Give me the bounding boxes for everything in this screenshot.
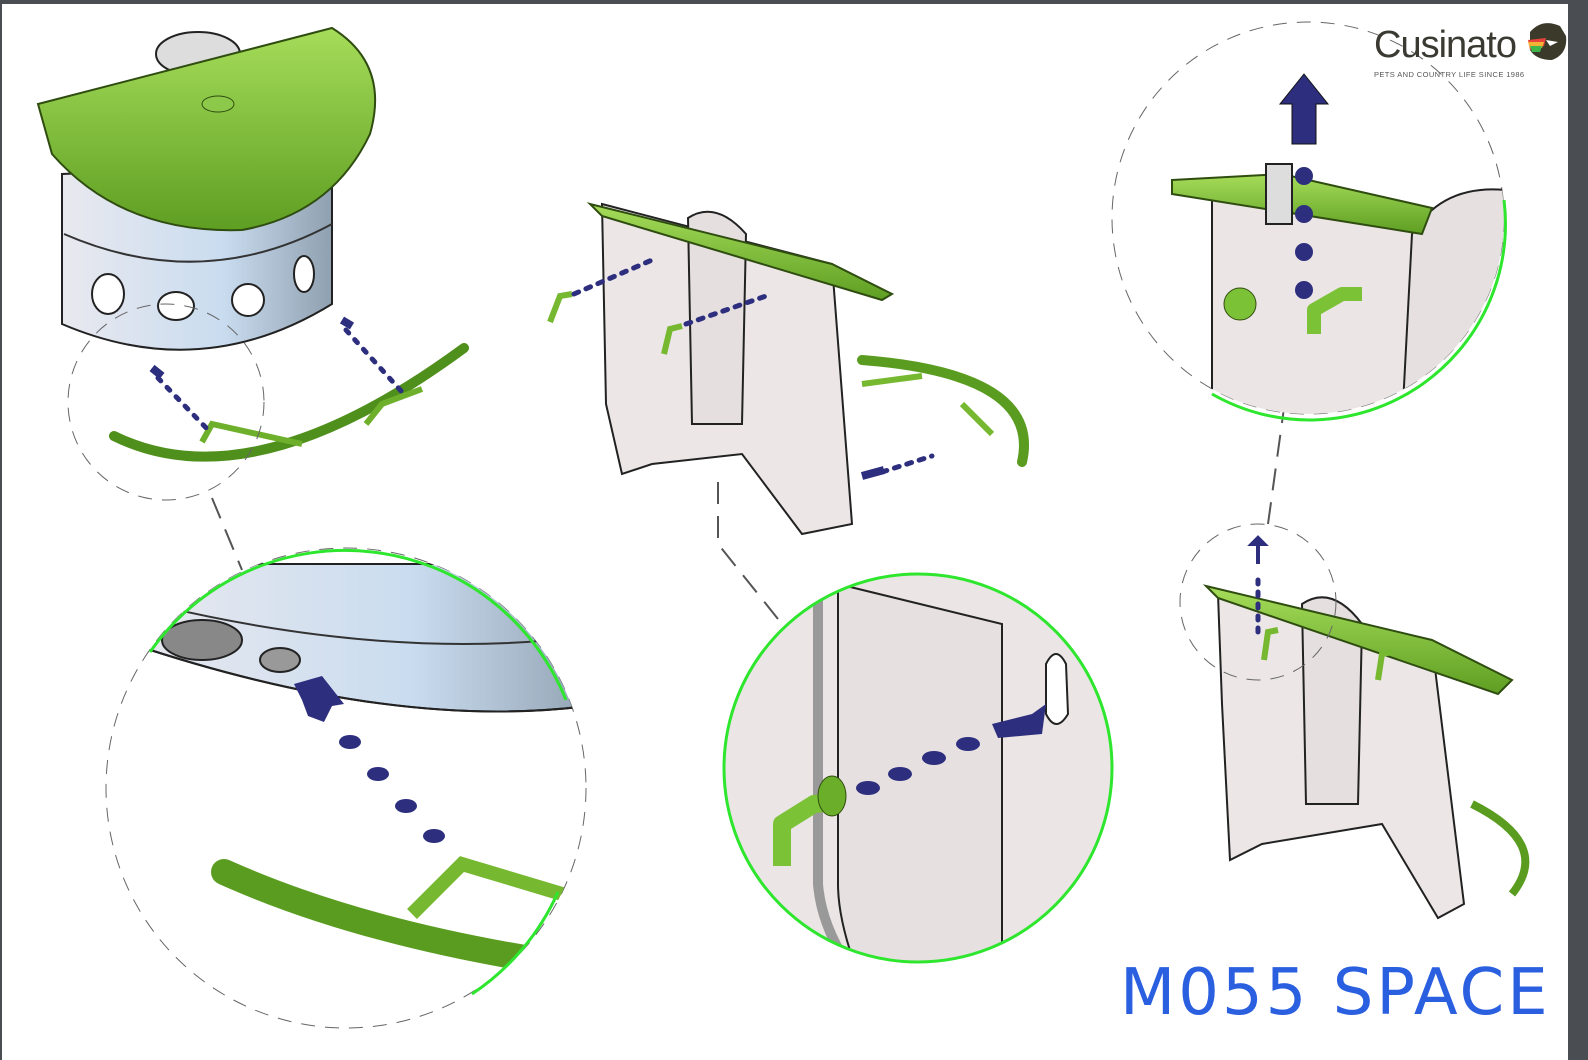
feeder-assembly-view [36,26,469,462]
detail-view-ring-attachment [131,563,586,977]
detail-view-hook-attachment [724,574,1112,962]
brand-tagline: PETS AND COUNTRY LIFE SINCE 1986 [1374,70,1525,79]
assembly-illustration [36,21,1530,1029]
lift-up-arrow-icon [1278,73,1330,145]
detail-view-lift-off [1171,163,1504,414]
detail-ring-2 [722,572,1114,964]
callout-leader-2 [717,482,783,625]
callout-leader-1 [211,497,243,571]
zoom-callout-ring-1 [67,303,265,501]
detail-frame-1 [105,547,587,1029]
instruction-sheet: Cusinato PETS AND COUNTRY LIFE SINCE 198… [2,4,1568,1060]
detail-ring-3 [1211,199,1507,422]
detail-ring-1 [148,548,568,996]
callout-leader-3 [1267,407,1285,525]
zoom-callout-ring-3 [1179,523,1337,681]
backplate-assembly-view [547,202,1029,536]
brand-logo: Cusinato PETS AND COUNTRY LIFE SINCE 198… [1374,22,1568,80]
mounted-backplate-view [1202,535,1530,920]
brand-name: Cusinato [1374,24,1517,66]
product-title: M055 SPACE [1120,956,1551,1030]
cat-bird-logo-icon [1528,23,1567,60]
